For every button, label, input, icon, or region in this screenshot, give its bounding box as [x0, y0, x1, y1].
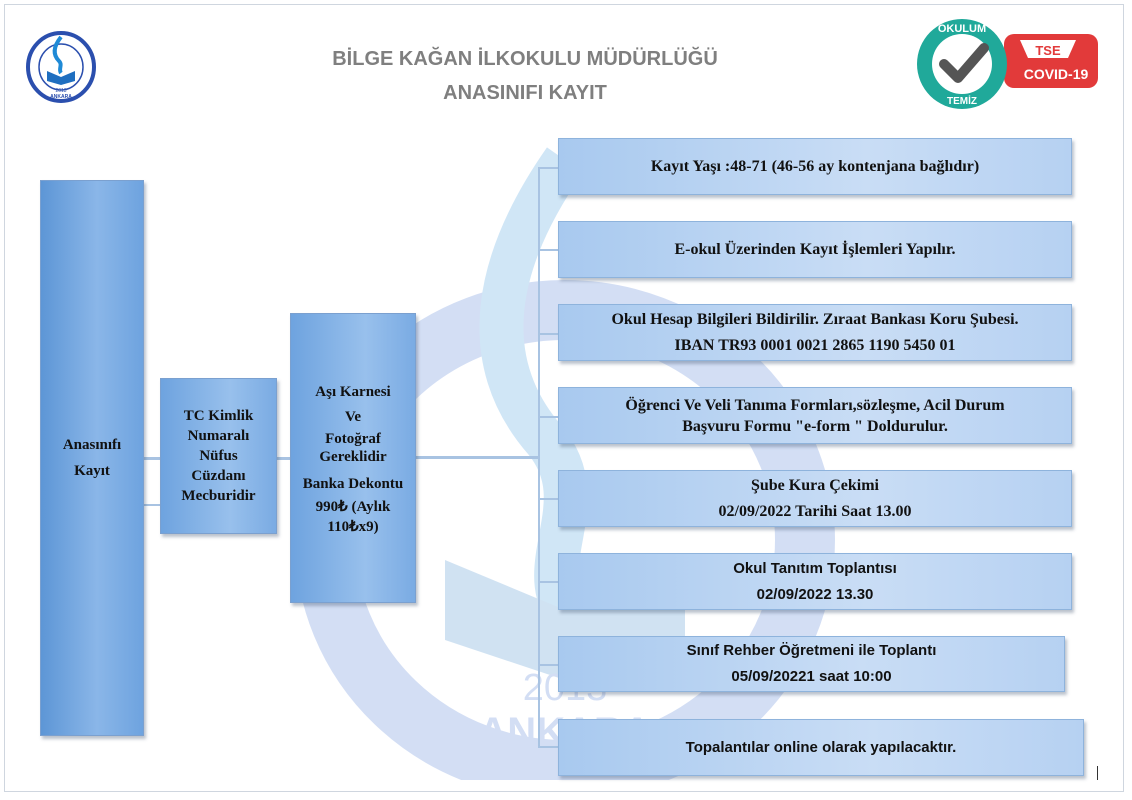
- item-2-line1: E-okul Üzerinden Kayıt İşlemleri Yapılır…: [674, 240, 956, 258]
- item-3-line1: Okul Hesap Bilgileri Bildirilir. Zıraat …: [611, 310, 1019, 328]
- id-node-line3: Nüfus: [199, 448, 238, 464]
- root-node-line2: Kayıt: [74, 463, 110, 479]
- school-logo-year: 2013: [55, 88, 66, 94]
- page-title: BİLGE KAĞAN İLKOKULU MÜDÜRLÜĞÜ: [332, 48, 718, 70]
- okulum-temiz-badge-icon: TSE COVID-19 OKULUM TEMİZ: [917, 19, 1098, 109]
- text-cursor: [1097, 766, 1098, 780]
- slide-frame: [4, 4, 1124, 792]
- connector-branch-2: [538, 249, 560, 251]
- docs-node-line5: Banka Dekontu: [302, 475, 404, 492]
- connector-branch-3: [538, 333, 560, 335]
- docs-node-line1: Aşı Karnesi: [315, 383, 391, 400]
- item-e-okul: E-okul Üzerinden Kayıt İşlemleri Yapılır…: [558, 221, 1072, 278]
- item-7-line2: 05/09/20221 saat 10:00: [731, 668, 892, 685]
- node-tc-kimlik: TC Kimlik Numaralı Nüfus Cüzdanı Mecburi…: [160, 378, 277, 534]
- item-1-line1: Kayıt Yaşı :48-71 (46-56 ay kontenjana b…: [650, 157, 980, 175]
- page-subtitle: ANASINIFI KAYIT: [443, 82, 607, 104]
- okulum-text: OKULUM: [938, 23, 986, 35]
- item-4-line2: Başvuru Formu "e-form " Doldurulur.: [682, 417, 948, 435]
- docs-node-line7: 110₺x9): [327, 518, 379, 535]
- docs-node-line6: 990₺ (Aylık: [315, 498, 391, 515]
- school-emblem-icon: 2013 ANKARA: [26, 31, 96, 103]
- item-tanitim-toplantisi: Okul Tanıtım Toplantısı 02/09/2022 13.30: [558, 553, 1072, 610]
- id-node-line1: TC Kimlik: [183, 408, 254, 424]
- connector-branch-1: [538, 167, 560, 169]
- item-5-line1: Şube Kura Çekimi: [750, 476, 879, 494]
- item-online-toplanti: Topalantılar online olarak yapılacaktır.: [558, 719, 1084, 776]
- temiz-text: TEMİZ: [947, 94, 977, 107]
- connector-vertical-spine: [538, 167, 540, 747]
- tse-covid-text: COVID-19: [1024, 66, 1089, 82]
- item-6-line2: 02/09/2022 13.30: [756, 585, 874, 603]
- school-logo-city: ANKARA: [50, 94, 72, 100]
- item-8-line1: Topalantılar online olarak yapılacaktır.: [685, 738, 957, 756]
- connector-branch-4: [538, 416, 560, 418]
- root-node-line1: Anasınıfı: [62, 437, 122, 453]
- id-node-line4: Cüzdanı: [191, 468, 246, 484]
- connector-root-id-lower: [143, 504, 161, 506]
- item-sube-kura: Şube Kura Çekimi 02/09/2022 Tarihi Saat …: [558, 470, 1072, 527]
- docs-node-line2: Ve: [344, 408, 362, 425]
- id-node-line5: Mecburidir: [181, 488, 256, 504]
- tse-mark: TSE: [1035, 43, 1061, 58]
- item-3-line2: IBAN TR93 0001 0021 2865 1190 5450 01: [674, 336, 956, 354]
- connector-branch-7: [538, 664, 560, 666]
- connector-docs-trunk: [415, 456, 539, 459]
- item-tanima-formlari: Öğrenci Ve Veli Tanıma Formları,sözleşme…: [558, 387, 1072, 444]
- item-5-line2: 02/09/2022 Tarihi Saat 13.00: [718, 502, 912, 520]
- item-rehber-toplanti: Sınıf Rehber Öğretmeni ile Toplantı 05/0…: [558, 636, 1065, 692]
- item-7-line1: Sınıf Rehber Öğretmeni ile Toplantı: [686, 642, 937, 659]
- item-4-line1: Öğrenci Ve Veli Tanıma Formları,sözleşme…: [625, 396, 1005, 414]
- item-hesap-bilgileri: Okul Hesap Bilgileri Bildirilir. Zıraat …: [558, 304, 1072, 361]
- connector-root-id: [143, 457, 161, 460]
- docs-node-line3: Fotoğraf: [325, 430, 381, 447]
- connector-branch-5: [538, 498, 560, 500]
- item-kayit-yasi: Kayıt Yaşı :48-71 (46-56 ay kontenjana b…: [558, 138, 1072, 195]
- root-node-anasinifi-kayit: Anasınıfı Kayıt: [40, 180, 144, 736]
- connector-branch-8: [538, 746, 560, 748]
- id-node-line2: Numaralı: [187, 428, 250, 444]
- docs-node-line4: Gereklidir: [319, 448, 387, 465]
- node-required-documents: Aşı Karnesi Ve Fotoğraf Gereklidir Banka…: [290, 313, 416, 603]
- connector-id-docs: [276, 457, 292, 460]
- item-6-line1: Okul Tanıtım Toplantısı: [733, 559, 897, 577]
- connector-branch-6: [538, 581, 560, 583]
